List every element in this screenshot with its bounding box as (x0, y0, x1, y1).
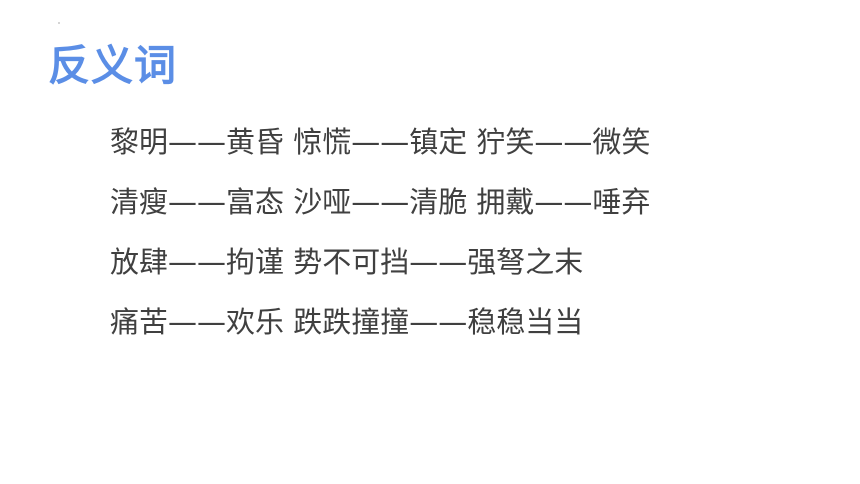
antonym-list: 黎明——黄昏 惊慌——镇定 狞笑——微笑 清瘦——富态 沙哑——清脆 拥戴——唾… (110, 112, 810, 352)
antonym-line: 清瘦——富态 沙哑——清脆 拥戴——唾弃 (110, 185, 651, 219)
decorative-dot (58, 22, 60, 24)
slide-title: 反义词 (48, 41, 178, 90)
antonym-line: 黎明——黄昏 惊慌——镇定 狞笑——微笑 (110, 125, 651, 159)
antonym-line: 放肆——拘谨 势不可挡——强弩之末 (110, 245, 584, 279)
antonym-line: 痛苦——欢乐 跌跌撞撞——稳稳当当 (110, 305, 584, 339)
